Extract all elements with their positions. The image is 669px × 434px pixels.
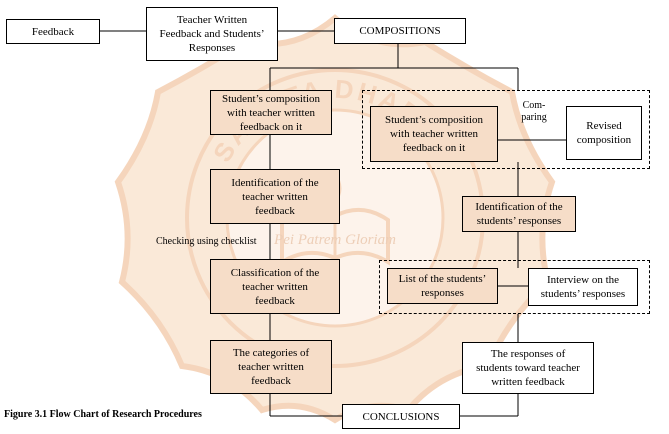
figure-caption: Figure 3.1 Flow Chart of Research Proced…: [4, 409, 202, 420]
teacher-written-feedback-responses-box: Teacher Written Feedback and Students’ R…: [146, 7, 278, 61]
student-composition-left-box: Student’s composition with teacher writt…: [210, 90, 332, 135]
conclusions-box: CONCLUSIONS: [342, 404, 460, 429]
responses-toward-feedback-box: The responses of students toward teacher…: [462, 342, 594, 394]
responses-group-frame: [379, 260, 650, 314]
identification-feedback-box: Identification of the teacher written fe…: [210, 169, 340, 224]
comparison-group-frame: [362, 90, 650, 169]
categories-feedback-box: The categories of teacher written feedba…: [210, 340, 332, 394]
student-composition-right-box: Student’s composition with teacher writt…: [370, 106, 498, 162]
checking-label: Checking using checklist: [156, 236, 257, 247]
revised-composition-box: Revised composition: [566, 106, 642, 160]
list-responses-box: List of the students’ responses: [387, 268, 498, 304]
interview-responses-box: Interview on the students’ responses: [528, 268, 638, 306]
feedback-box: Feedback: [6, 19, 100, 44]
seal-motto: Pei Patrem Gloriam: [273, 232, 396, 248]
identification-responses-box: Identification of the students’ response…: [462, 196, 576, 232]
compositions-box: COMPOSITIONS: [334, 18, 466, 44]
classification-feedback-box: Classification of the teacher written fe…: [210, 259, 340, 314]
comparing-label: Com- paring: [521, 100, 547, 123]
